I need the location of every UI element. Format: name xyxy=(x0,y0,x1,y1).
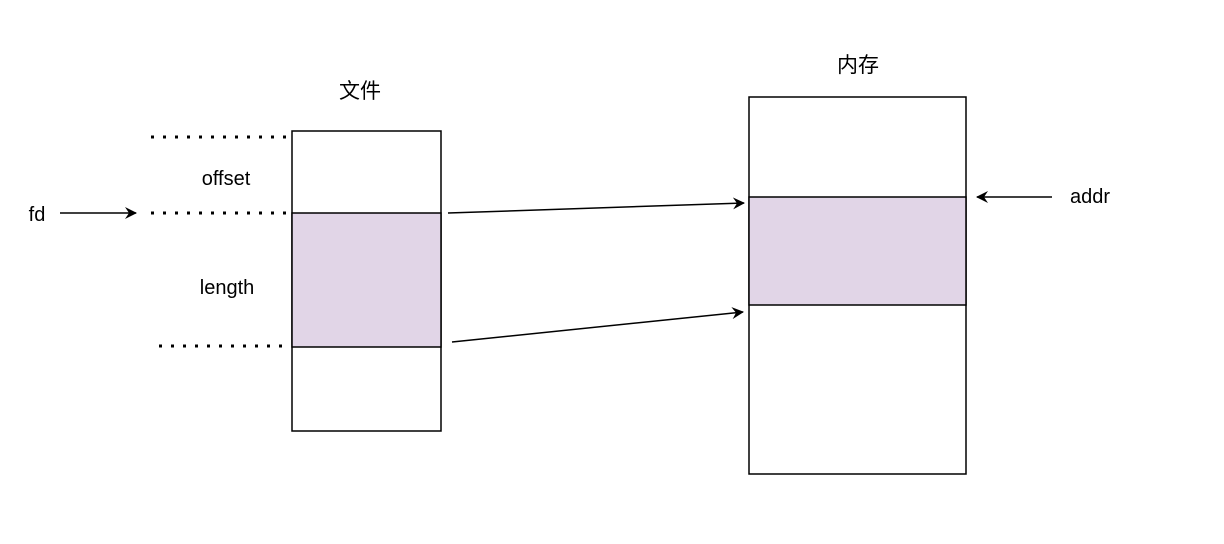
memory-block xyxy=(748,96,967,475)
file-title: 文件 xyxy=(339,79,381,103)
offset-label: offset xyxy=(202,168,251,190)
addr-label: addr xyxy=(1070,186,1110,208)
map-start-arrow xyxy=(447,197,745,214)
map-end-arrow xyxy=(451,307,744,343)
memory-mapped-region xyxy=(748,196,967,306)
memory-title: 内存 xyxy=(837,53,879,77)
file-block xyxy=(291,130,442,432)
file-mapped-region xyxy=(291,212,442,348)
length-label: length xyxy=(200,277,255,299)
fd-label: fd xyxy=(29,204,46,226)
